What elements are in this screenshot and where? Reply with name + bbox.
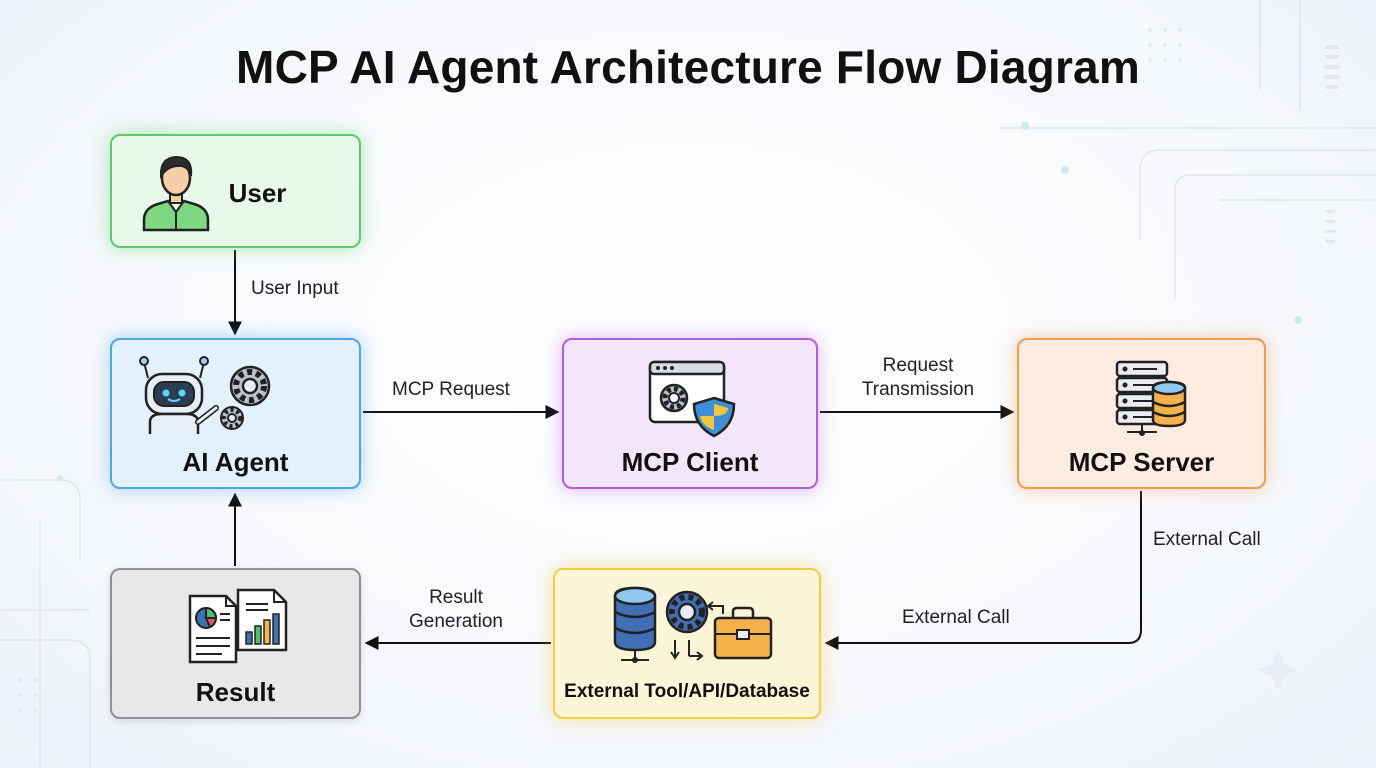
node-ai-agent: AI Agent <box>110 338 361 489</box>
node-label: Result <box>195 677 276 707</box>
edge-label-external-call-a: External Call <box>1153 529 1261 550</box>
edge-label-result-generation: Result Generation <box>398 586 514 634</box>
node-label: User <box>228 178 287 208</box>
database-gear-toolbox-icon <box>613 586 773 663</box>
user-avatar-icon <box>142 155 210 232</box>
node-external-tool: External Tool/API/Database <box>553 568 821 719</box>
node-mcp-server: MCP Server <box>1017 338 1266 489</box>
node-label: AI Agent <box>182 447 289 477</box>
page-title: MCP AI Agent Architecture Flow Diagram <box>236 41 1140 93</box>
edge-label-line: Result <box>429 587 483 608</box>
node-user: User <box>110 134 361 248</box>
edge-label-line: Request <box>882 355 954 376</box>
robot-gears-icon <box>139 356 271 434</box>
edge-label-line: Transmission <box>861 379 975 400</box>
edge-server-to-tool <box>824 491 1142 650</box>
edge-label-user-input: User Input <box>251 278 339 299</box>
edge-label-line: Generation <box>408 611 503 632</box>
node-result: Result <box>110 568 361 719</box>
edge-label-external-call-b: External Call <box>902 607 1010 628</box>
node-mcp-client: MCP Client <box>562 338 818 489</box>
node-label: MCP Client <box>621 447 759 477</box>
server-database-icon <box>1115 360 1187 436</box>
browser-shield-icon <box>648 360 736 438</box>
node-label: MCP Server <box>1068 447 1215 477</box>
node-label: External Tool/API/Database <box>564 681 810 702</box>
edge-label-mcp-request: MCP Request <box>392 379 510 400</box>
edge-label-request-transmission: Request Transmission <box>850 354 986 402</box>
report-charts-icon <box>188 588 288 664</box>
